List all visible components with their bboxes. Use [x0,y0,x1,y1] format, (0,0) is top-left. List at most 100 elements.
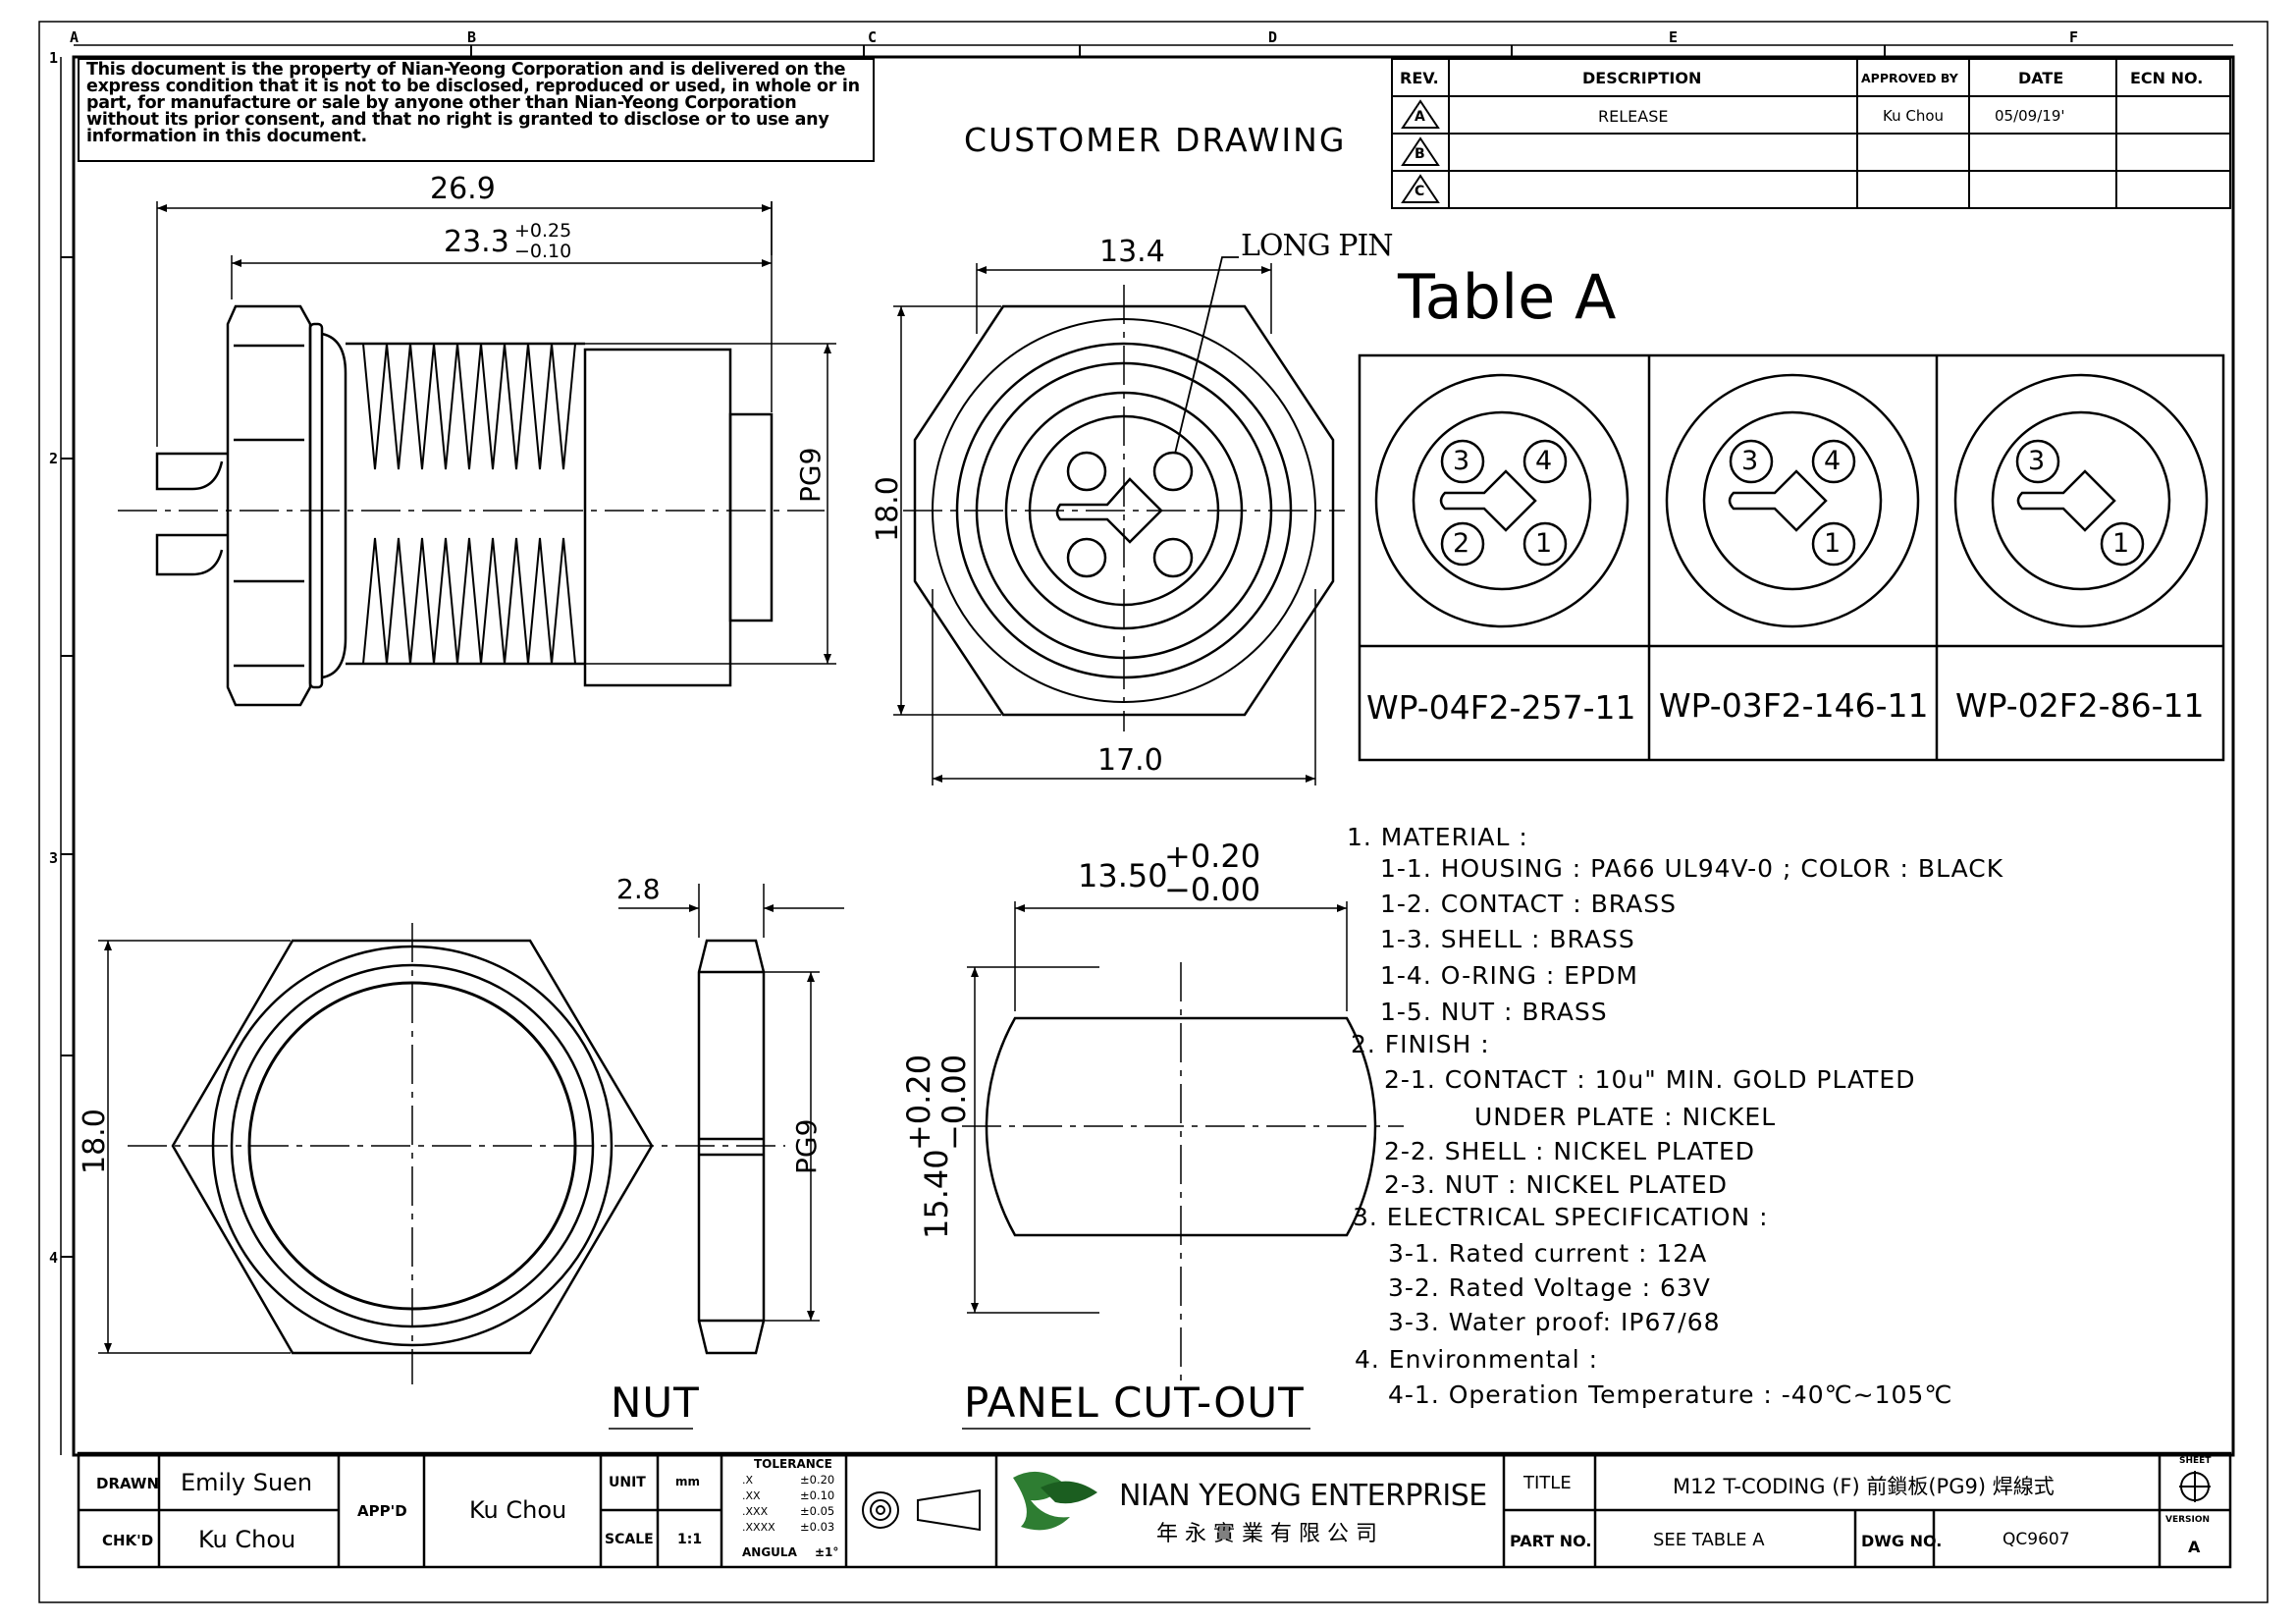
dim-cutout-width-minus: −0.00 [1164,871,1261,908]
company-name-en: NIAN YEONG ENTERPRISE [1119,1479,1487,1513]
tolerance-row: ±0.03 [800,1520,835,1534]
rev-header-rev: REV. [1400,69,1439,87]
side-view-dims [118,201,836,665]
tolerance-row: ±0.20 [800,1473,835,1487]
dim-cutout-height-minus: −0.00 [935,1054,973,1151]
pin-label: 1 [1824,528,1842,559]
table-a-part-1: WP-04F2-257-11 [1366,688,1636,727]
rev-row-a-approved: Ku Chou [1883,107,1945,125]
pin-label: 4 [1824,446,1842,476]
zone-row-2: 2 [49,450,59,467]
version-value: A [2188,1538,2201,1556]
zone-row-1: 1 [49,49,59,67]
sheet-frame [38,21,2269,1603]
side-view-connector [155,304,774,707]
pin-label: 3 [2028,446,2046,476]
pinout-04f2 [1374,373,1629,628]
dim-cutout-height-base: 15.40 [918,1149,955,1239]
tolerance-row: .XXXX [742,1521,775,1534]
zone-col-e: E [1669,28,1679,46]
note-line: 2-2. SHELL : NICKEL PLATED [1384,1137,1756,1165]
pin-label: 1 [1535,528,1553,559]
zone-col-f: F [2069,28,2079,46]
note-line: 3-3. Water proof: IP67/68 [1388,1308,1721,1336]
rev-header-approved: APPROVED BY [1861,71,1958,85]
projection-symbol [862,1488,981,1532]
title-value: M12 T-CODING (F) 前鎖板(PG9) 焊線式 [1673,1475,2055,1498]
pin-label: 3 [1453,446,1470,476]
note-line: 4-1. Operation Temperature : -40℃~105℃ [1388,1380,1953,1409]
table-a-grid [1358,353,2225,762]
rev-header-ecn: ECN NO. [2130,69,2204,87]
sheet-symbol [2179,1471,2211,1502]
rev-row-a-rev: A [1415,109,1425,125]
customer-drawing-title: CUSTOMER DRAWING [964,121,1347,159]
partno-value: SEE TABLE A [1653,1530,1765,1550]
note-line: 1-5. NUT : BRASS [1380,998,1608,1026]
note-line: 2-1. CONTACT : 10u" MIN. GOLD PLATED [1384,1065,1916,1094]
zone-col-a: A [70,28,80,46]
pinout-02f2 [1953,373,2209,628]
nut-dims [98,884,844,1430]
note-line: 1. MATERIAL : [1347,823,1528,851]
company-logo [1013,1471,1097,1531]
rev-row-a-description: RELEASE [1598,107,1669,126]
table-a-part-3: WP-02F2-86-11 [1955,686,2205,725]
long-pin-callout: LONG PIN [1241,229,1394,263]
dim-nut-height: 18.0 [78,1109,112,1174]
dwgno-label: DWG NO. [1861,1532,1943,1550]
drawn-label: DRAWN [96,1475,160,1492]
pin-label: 2 [1453,528,1470,559]
note-line: 3-2. Rated Voltage : 63V [1388,1273,1711,1302]
dim-side-thread-base: 23.3 [444,225,509,259]
dim-side-thread-plus: +0.25 [514,220,572,242]
tolerance-row: .XX [742,1489,761,1502]
proprietary-disclaimer: This document is the property of Nian-Ye… [86,60,860,146]
dim-cutout-width-plus: +0.20 [1164,838,1261,875]
pinout-03f2 [1665,373,1920,628]
tolerance-row: ±0.10 [800,1488,835,1502]
table-a-part-2: WP-03F2-146-11 [1659,686,1929,725]
rev-row-c-rev: C [1415,184,1425,199]
dim-nut-pg9: PG9 [790,1118,823,1174]
dim-side-thread-minus: −0.10 [514,241,572,262]
nut-side-view [697,939,766,1355]
disclaimer-box [78,58,875,162]
tolerance-row: .X [742,1474,754,1487]
dim-front-bottom: 17.0 [1097,743,1163,778]
chkd-label: CHK'D [102,1532,154,1549]
note-line: 1-4. O-RING : EPDM [1380,961,1638,990]
pin-label: 1 [2112,528,2130,559]
dim-side-pg9: PG9 [794,447,827,503]
pin-label: 4 [1535,446,1553,476]
tolerance-title: TOLERANCE [754,1457,832,1471]
sheet-label: SHEET [2179,1456,2212,1466]
dim-cutout-height-plus: +0.20 [900,1054,937,1151]
front-view-dims [893,263,1345,785]
note-line: 1-3. SHELL : BRASS [1380,925,1635,953]
title-block-grid [77,1451,2232,1569]
drawn-value: Emily Suen [181,1469,313,1496]
zone-col-d: D [1268,28,1278,46]
dim-nut-thickness: 2.8 [616,873,661,905]
partno-label: PART NO. [1510,1532,1592,1550]
scale-value: 1:1 [677,1532,703,1547]
title-label: TITLE [1523,1473,1572,1493]
dim-cutout-width-base: 13.50 [1078,857,1168,894]
note-line: UNDER PLATE : NICKEL [1474,1103,1777,1131]
rev-header-date: DATE [2018,69,2064,87]
rev-row-a-date: 05/09/19' [1995,107,2065,125]
chkd-value: Ku Chou [198,1526,296,1553]
note-line: 3-1. Rated current : 12A [1388,1239,1708,1268]
dim-front-height: 18.0 [871,476,905,542]
note-line: 4. Environmental : [1355,1345,1599,1374]
dwgno-value: QC9607 [2002,1530,2070,1549]
table-a-title: Table A [1398,261,1617,333]
zone-row-3: 3 [49,849,59,867]
revision-table-grid [1391,58,2231,209]
note-line: 2-3. NUT : NICKEL PLATED [1384,1170,1728,1199]
rev-header-description: DESCRIPTION [1582,69,1702,87]
tolerance-row: ±1° [815,1545,839,1559]
note-line: 2. FINISH : [1351,1030,1490,1058]
